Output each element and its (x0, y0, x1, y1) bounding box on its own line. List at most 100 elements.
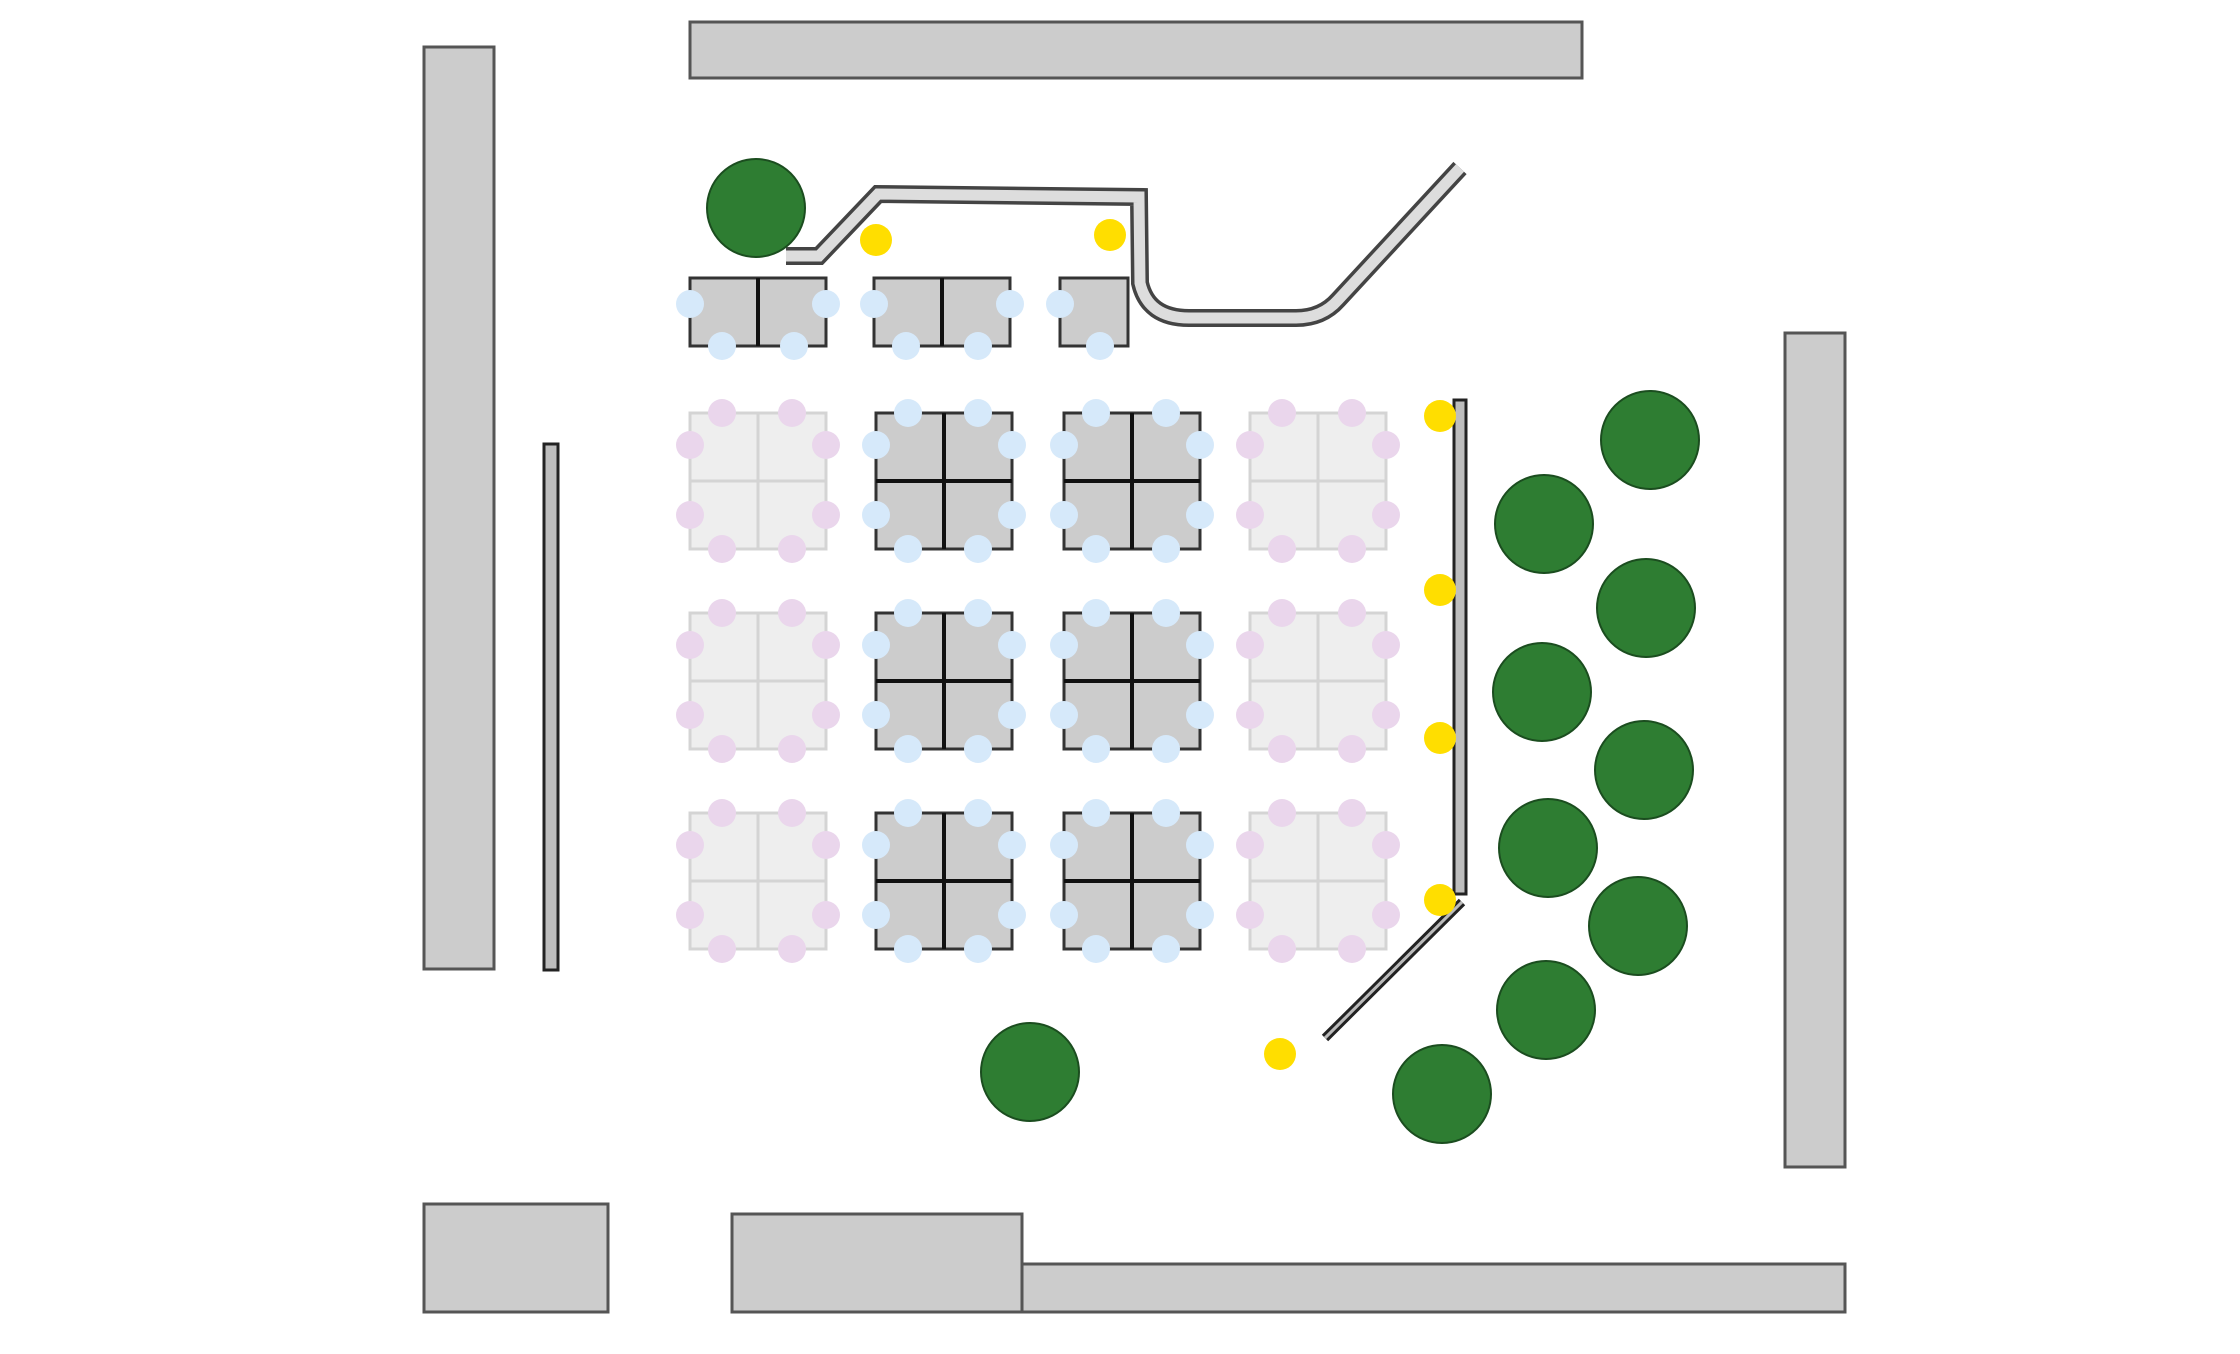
table-cluster-occupied-6 (874, 611, 1014, 751)
lamp-icon (1264, 1038, 1296, 1070)
seat (1050, 901, 1078, 929)
seat (998, 631, 1026, 659)
seat (862, 501, 890, 529)
partition-east (1452, 398, 1468, 896)
table-cluster-empty-8 (1248, 611, 1388, 751)
tree-icon (1594, 720, 1694, 820)
seat (1050, 831, 1078, 859)
seat (964, 535, 992, 563)
lamp-icon (1094, 219, 1126, 251)
table-cluster-occupied-2 (874, 411, 1014, 551)
seat (1372, 701, 1400, 729)
lamps (860, 219, 1456, 1070)
seat (812, 631, 840, 659)
seat (1050, 631, 1078, 659)
seat (1268, 799, 1296, 827)
building-west (422, 45, 496, 971)
lamp-icon (1424, 884, 1456, 916)
tree-icon (980, 1022, 1080, 1122)
seat (1082, 399, 1110, 427)
seat (1186, 831, 1214, 859)
seat (778, 935, 806, 963)
seat (778, 399, 806, 427)
seat (708, 735, 736, 763)
seat (894, 399, 922, 427)
tree-icon (1392, 1044, 1492, 1144)
seat (1050, 431, 1078, 459)
seat (1236, 631, 1264, 659)
seat (1152, 399, 1180, 427)
seat (1338, 935, 1366, 963)
seat (894, 799, 922, 827)
seat (894, 735, 922, 763)
tree-icon (1498, 798, 1598, 898)
seat (998, 901, 1026, 929)
seat (1236, 831, 1264, 859)
table-cluster-empty-4 (1248, 411, 1388, 551)
table-cluster-occupied-10 (874, 811, 1014, 951)
tree-icon (1496, 960, 1596, 1060)
seat (998, 431, 1026, 459)
seat (812, 501, 840, 529)
seat (1338, 399, 1366, 427)
trees (706, 158, 1700, 1144)
walkway-railing (786, 161, 1467, 327)
tree-icon (706, 158, 806, 258)
seat (862, 831, 890, 859)
seat (1086, 332, 1114, 360)
building-east (1783, 331, 1847, 1169)
table-cluster-empty-1 (688, 411, 828, 551)
seat (812, 831, 840, 859)
seat (1186, 701, 1214, 729)
seat (1338, 599, 1366, 627)
seat (1236, 901, 1264, 929)
seat (1082, 799, 1110, 827)
seat (812, 290, 840, 318)
seat (1268, 399, 1296, 427)
seat (780, 332, 808, 360)
seat (676, 431, 704, 459)
lamp-icon (1424, 400, 1456, 432)
seat (998, 831, 1026, 859)
seats (676, 290, 1400, 963)
seat (1236, 431, 1264, 459)
seat (1186, 631, 1214, 659)
seat (676, 701, 704, 729)
table-cluster-empty-9 (688, 811, 828, 951)
seat (812, 431, 840, 459)
seat (708, 799, 736, 827)
seat (676, 290, 704, 318)
seat (1236, 501, 1264, 529)
seat (894, 935, 922, 963)
seat (676, 501, 704, 529)
seat (1372, 431, 1400, 459)
seat (708, 599, 736, 627)
table-cluster-empty-5 (688, 611, 828, 751)
seat (964, 332, 992, 360)
seat (1082, 535, 1110, 563)
table-cluster-occupied-3 (1062, 411, 1202, 551)
seat (894, 535, 922, 563)
seat (812, 701, 840, 729)
seat (1372, 831, 1400, 859)
seat (1268, 935, 1296, 963)
seat (862, 901, 890, 929)
seat (778, 735, 806, 763)
seat (778, 535, 806, 563)
seat (1268, 599, 1296, 627)
seat (708, 935, 736, 963)
building-south-long (1020, 1262, 1847, 1314)
seat (1082, 599, 1110, 627)
seat (1050, 701, 1078, 729)
lamp-icon (860, 224, 892, 256)
seat (1186, 901, 1214, 929)
tree-icon (1600, 390, 1700, 490)
table-cluster-empty-12 (1248, 811, 1388, 951)
table-cluster-occupied-11 (1062, 811, 1202, 951)
seat (860, 290, 888, 318)
seat (862, 431, 890, 459)
partition-west (542, 442, 560, 972)
seat (1152, 535, 1180, 563)
seat (1152, 799, 1180, 827)
lamp-icon (1424, 722, 1456, 754)
